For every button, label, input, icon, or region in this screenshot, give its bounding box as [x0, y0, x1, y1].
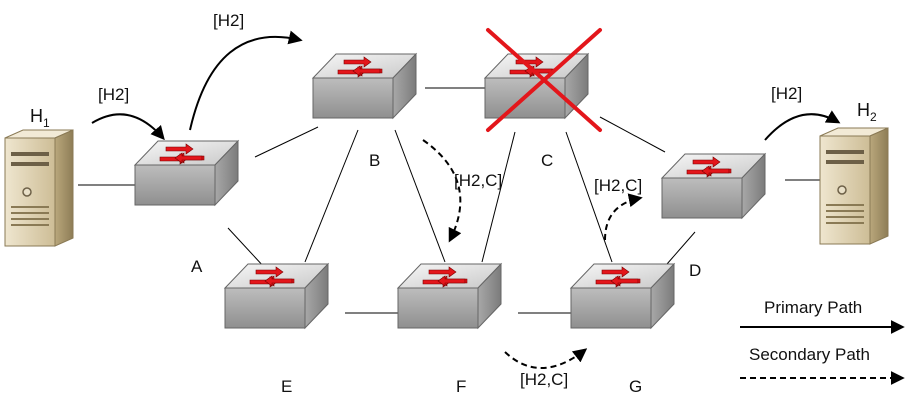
arrow-f-to-g — [504, 348, 588, 369]
arrow-b-to-f — [422, 139, 462, 243]
arrow-d-to-h2 — [764, 110, 841, 141]
label-a: A — [191, 257, 203, 276]
link-c-f — [481, 131, 516, 263]
legend: Primary Path Secondary Path — [740, 298, 905, 385]
switch-a — [134, 140, 239, 206]
label-b: B — [369, 151, 380, 170]
label-h2: H2 — [857, 100, 877, 124]
node-labels: A B C D E F G — [191, 151, 701, 396]
host-h1 — [4, 129, 74, 247]
packet-labels: [H2] [H2] [H2,C] [H2,C] [H2,C] [H2] — [98, 11, 802, 389]
link-c-g — [565, 131, 613, 263]
packet-label-g-d: [H2,C] — [594, 176, 642, 195]
legend-primary-label: Primary Path — [764, 298, 862, 317]
packet-label-f-g: [H2,C] — [520, 370, 568, 389]
label-h1: H1 — [30, 106, 50, 130]
link-b-e — [304, 129, 359, 263]
link-b-f — [394, 129, 446, 263]
switch-g — [570, 263, 675, 329]
switch-f — [397, 263, 502, 329]
packet-label-h1-a: [H2] — [98, 85, 129, 104]
legend-secondary-label: Secondary Path — [749, 345, 870, 364]
switch-b — [312, 53, 417, 119]
switch-e — [224, 263, 329, 329]
primary-path-arrows — [91, 30, 841, 141]
arrow-g-to-d — [604, 193, 643, 241]
label-f: F — [456, 377, 466, 396]
link-a-b — [254, 126, 319, 158]
link-c-d — [599, 116, 666, 153]
packet-label-d-h2: [H2] — [771, 84, 802, 103]
arrow-h1-to-a — [91, 113, 165, 141]
label-g: G — [629, 377, 642, 396]
host-h2 — [819, 127, 889, 245]
switch-d — [661, 153, 766, 219]
link-a-e — [227, 227, 266, 269]
arrow-a-to-b — [189, 30, 303, 131]
secondary-path-arrows — [422, 139, 643, 369]
label-d: D — [689, 261, 701, 280]
packet-label-b-f: [H2,C] — [454, 171, 502, 190]
label-c: C — [541, 151, 553, 170]
packet-label-a-b: [H2] — [213, 11, 244, 30]
label-e: E — [281, 377, 292, 396]
failure-cross-icon — [486, 28, 602, 132]
